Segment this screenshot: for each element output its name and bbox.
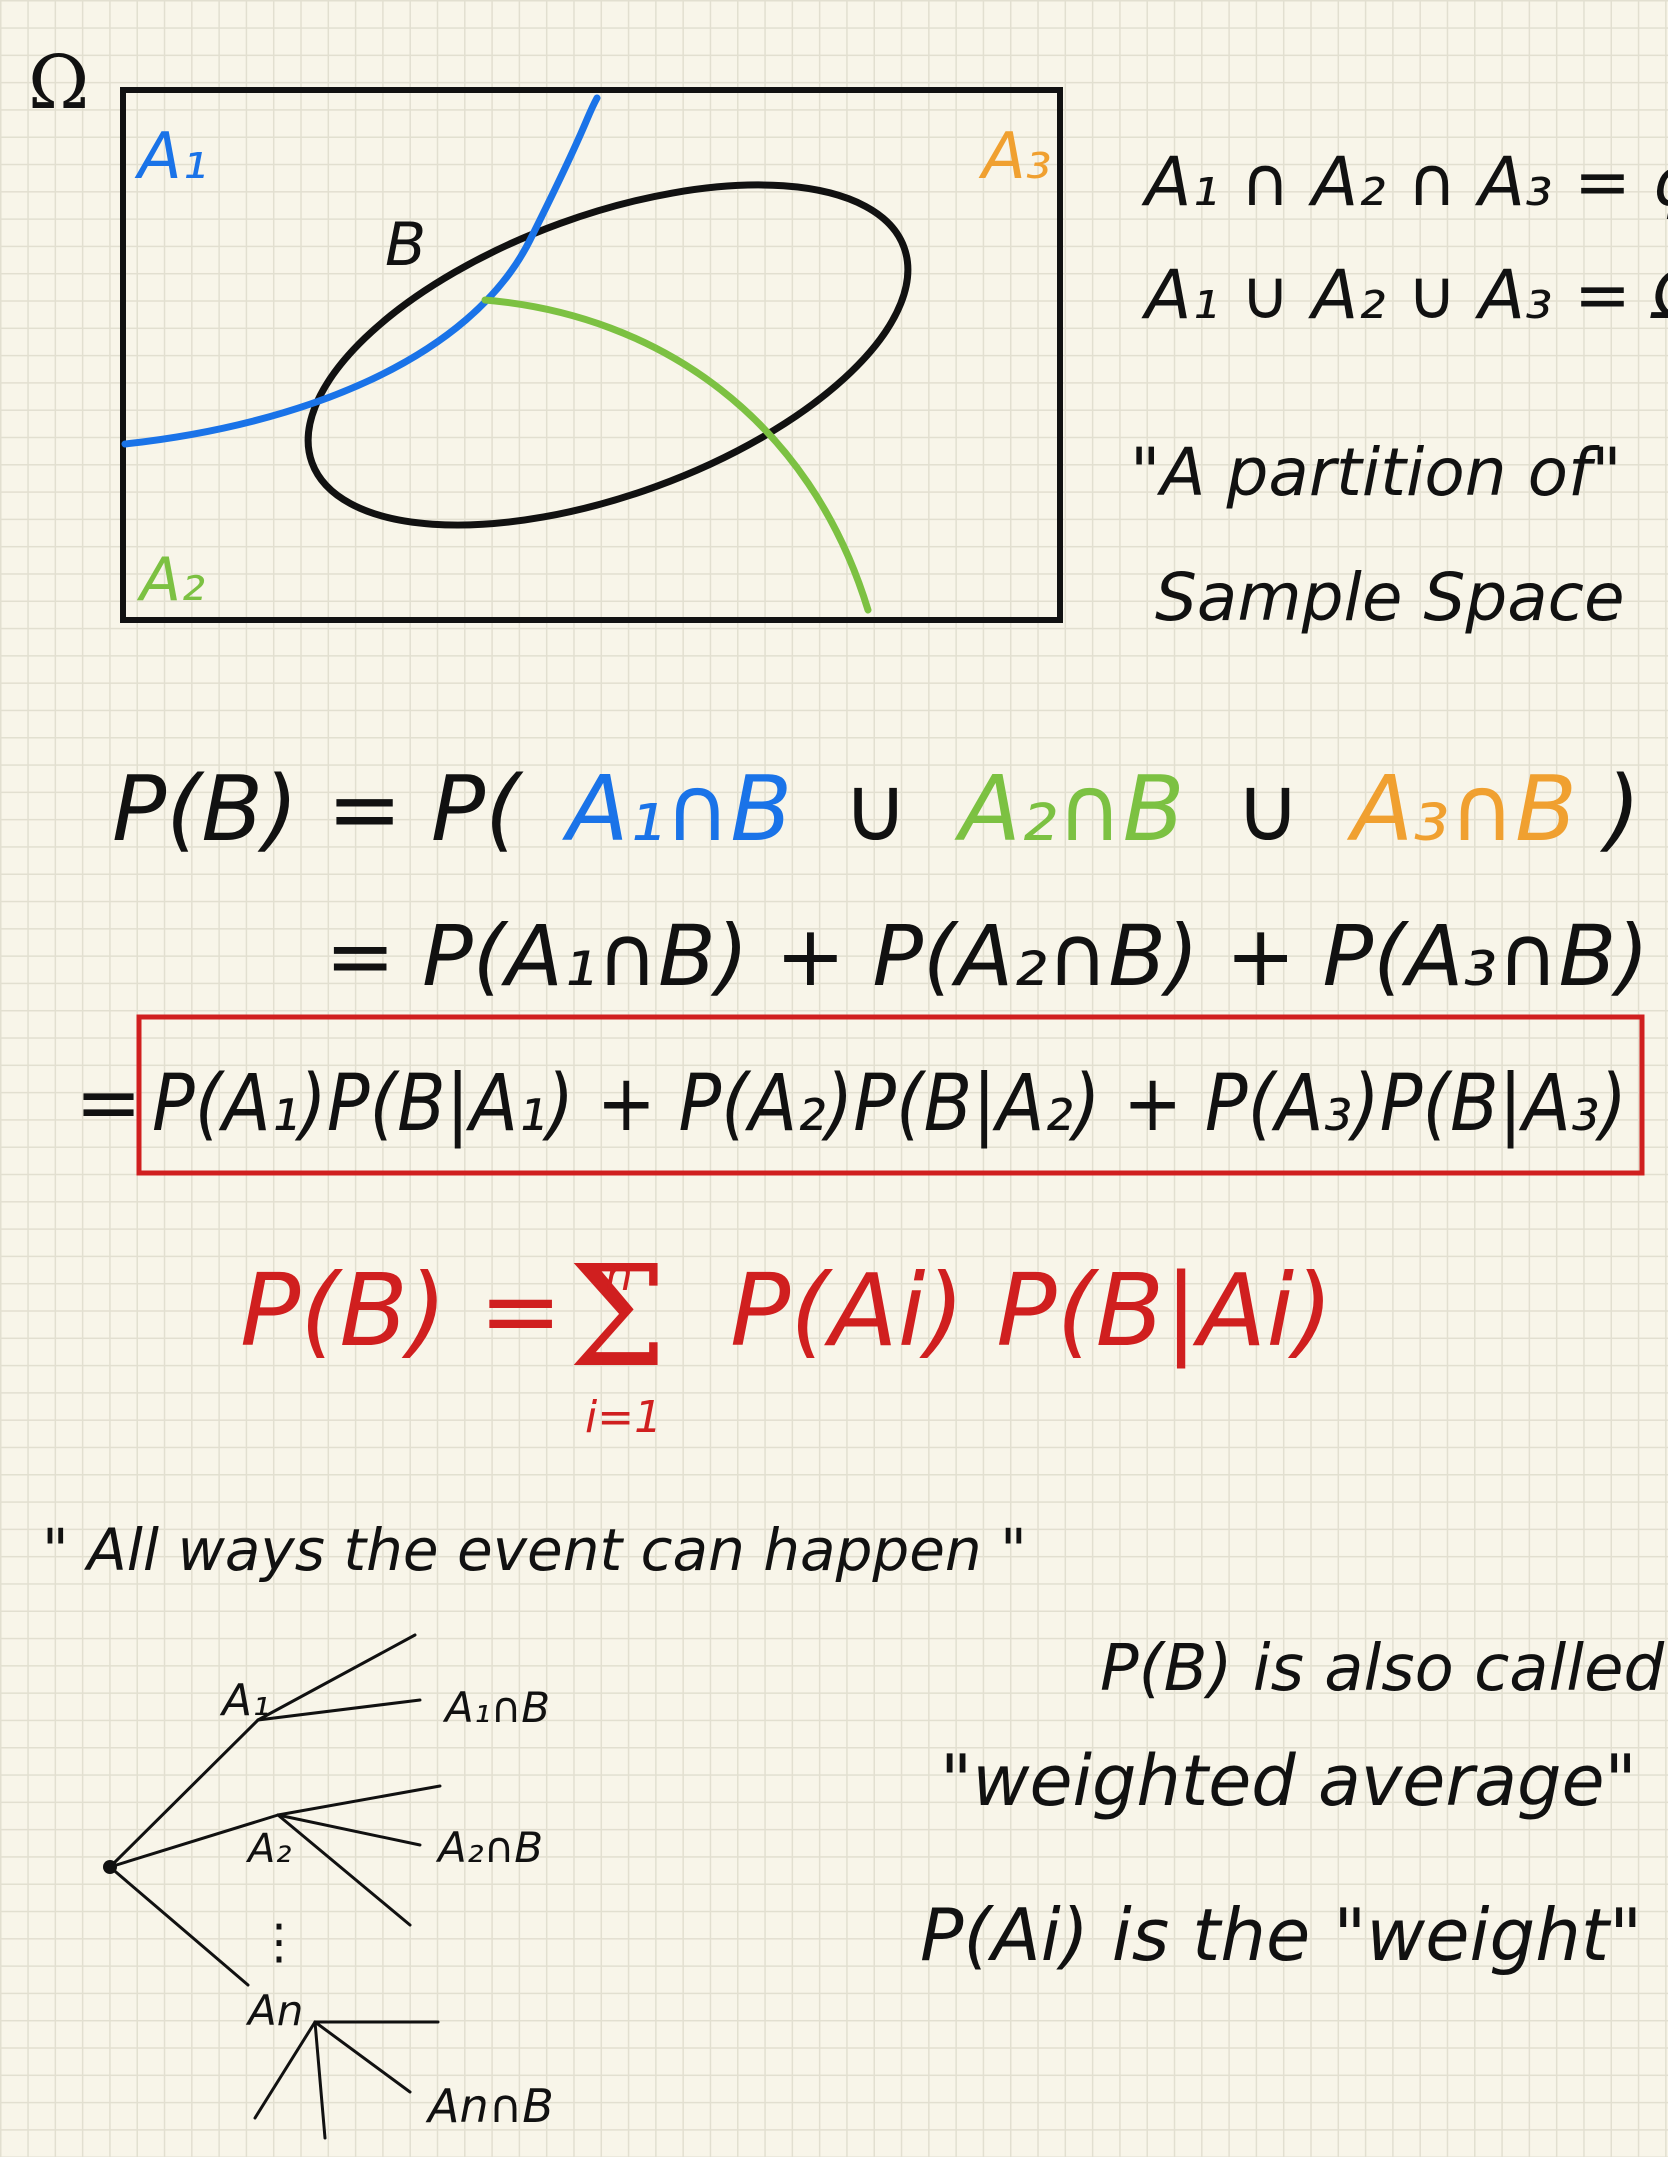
tree-node-a2: A₂ <box>245 1826 291 1872</box>
sigma-upper-limit: n <box>605 1250 633 1301</box>
sigma-symbol: Σ <box>568 1236 667 1399</box>
derivation-line2: = P(A₁∩B) + P(A₂∩B) + P(A₃∩B) <box>325 907 1649 1005</box>
partition-note-line2: Sample Space <box>1155 559 1625 636</box>
derivation-line3-boxed: P(A₁)P(B|A₁) + P(A₂)P(B|A₂) + P(A₃)P(B|A… <box>152 1059 1627 1149</box>
tree-branch-a2 <box>108 1813 280 1869</box>
a2-region-label: A₂ <box>136 545 205 615</box>
tree-ellipsis: ⋮ <box>255 1914 303 1970</box>
tree-leaf-a1-b: A₁∩B <box>442 1683 550 1732</box>
partition-note-line1: "A partition of" <box>1130 434 1622 511</box>
tree-a1-sub-leaf <box>256 1698 422 1722</box>
tree-a2-sub-top <box>276 1784 442 1817</box>
tree-an-sub-leaf <box>313 2020 412 2094</box>
highlight-box <box>136 1014 1645 1176</box>
sigma-lower-limit: i=1 <box>585 1392 662 1443</box>
tree-branch-an <box>108 1865 250 1987</box>
tree-an-sub-down <box>313 2020 327 2140</box>
a3-region-label: A₃ <box>978 120 1051 194</box>
tree-branch-a1 <box>108 1718 260 1869</box>
tree-leaf-an-b: An∩B <box>425 2079 554 2133</box>
tree-a2-sub-leaf <box>276 1813 422 1847</box>
weighted-note-line2: "weighted average" <box>940 1740 1637 1822</box>
tree-node-a1: A₁ <box>219 1675 270 1726</box>
tree-root-node <box>103 1860 117 1874</box>
tree-node-an: An <box>245 1986 303 2035</box>
formula-lhs: P(B) = <box>240 1252 563 1369</box>
event-b-ellipse <box>304 181 912 529</box>
weighted-note-line3: P(Ai) is the "weight" <box>920 1893 1642 1977</box>
omega-label: Ω <box>28 40 89 126</box>
weighted-note-line1: P(B) is also called <box>1100 1632 1664 1706</box>
tree-an-sub-left <box>253 2020 317 2120</box>
tree-diagram <box>108 1633 442 2140</box>
sample-space-rect <box>120 87 1063 623</box>
a2-a3-boundary-curve <box>481 296 872 614</box>
tree-a1-sub-top <box>256 1633 417 1722</box>
formula-rhs: P(Ai) P(B|Ai) <box>730 1252 1333 1369</box>
union-equation: A₁ ∪ A₂ ∪ A₃ = Ω <box>1141 256 1668 335</box>
derivation-line1: P(B) = P( A₁∩B ∪ A₂∩B ∪ A₃∩B ) <box>112 757 1641 862</box>
derivation-line3-equals: = <box>75 1056 142 1149</box>
event-b-label: B <box>385 210 426 280</box>
a1-region-label: A₁ <box>134 120 207 194</box>
all-ways-quote: " All ways the event can happen " <box>42 1516 1027 1584</box>
intersection-equation: A₁ ∩ A₂ ∩ A₃ = φ <box>1141 143 1668 222</box>
tree-a2-sub-bottom <box>276 1813 412 1927</box>
tree-leaf-a2-b: A₂∩B <box>435 1823 543 1872</box>
